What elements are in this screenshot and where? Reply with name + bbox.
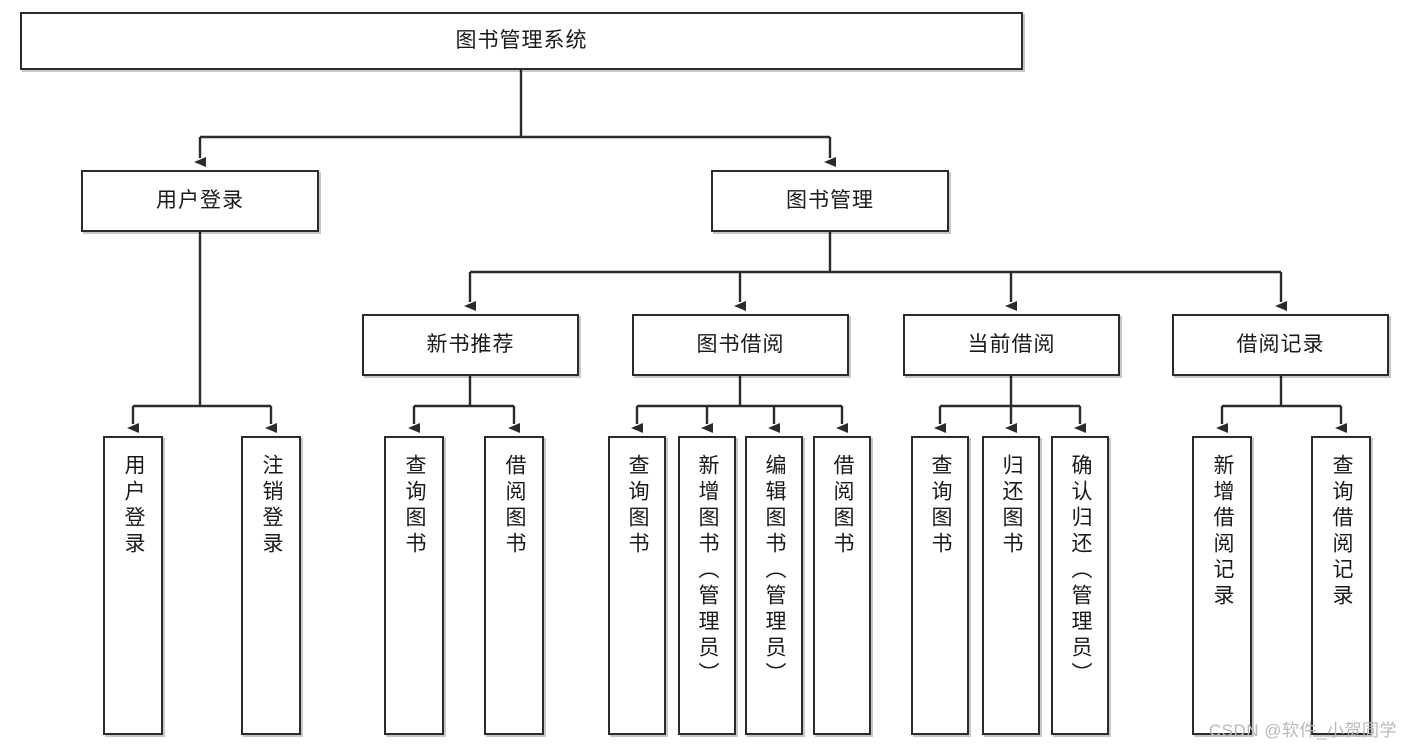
leaf-confirm-return-admin[interactable]: 确认归还（管理员） [1051, 436, 1109, 735]
node-user-login[interactable]: 用户登录 [81, 170, 319, 232]
node-book-management[interactable]: 图书管理 [711, 170, 949, 232]
leaf-query-book-recommend[interactable]: 查询图书 [384, 436, 444, 735]
leaf-query-book-recommend-label: 查询图书 [403, 454, 427, 558]
node-current-borrow-label: 当前借阅 [967, 333, 1056, 357]
node-user-login-label: 用户登录 [156, 189, 244, 213]
node-root[interactable]: 图书管理系统 [20, 12, 1023, 70]
leaf-logout-login[interactable]: 注销登录 [241, 436, 301, 735]
leaf-edit-book-admin-label: 编辑图书（管理员） [763, 454, 787, 688]
leaf-logout-login-label: 注销登录 [260, 454, 284, 558]
node-borrow-record[interactable]: 借阅记录 [1172, 314, 1389, 376]
leaf-query-borrow-record-label: 查询借阅记录 [1330, 454, 1354, 610]
leaf-query-book-current-label: 查询图书 [929, 454, 953, 558]
node-book-borrow-label: 图书借阅 [696, 333, 785, 357]
leaf-borrow-book-recommend[interactable]: 借阅图书 [484, 436, 544, 735]
leaf-add-book-admin-label: 新增图书（管理员） [696, 454, 720, 688]
node-root-label: 图书管理系统 [455, 29, 588, 53]
node-current-borrow[interactable]: 当前借阅 [903, 314, 1120, 376]
leaf-borrow-book[interactable]: 借阅图书 [813, 436, 871, 735]
node-book-borrow[interactable]: 图书借阅 [632, 314, 849, 376]
leaf-return-book-label: 归还图书 [1000, 454, 1024, 558]
leaf-user-login-label: 用户登录 [122, 454, 146, 558]
node-new-book-recommend[interactable]: 新书推荐 [362, 314, 579, 376]
leaf-borrow-book-label: 借阅图书 [831, 454, 855, 558]
leaf-query-book-current[interactable]: 查询图书 [911, 436, 969, 735]
leaf-add-borrow-record[interactable]: 新增借阅记录 [1192, 436, 1252, 735]
leaf-confirm-return-admin-label: 确认归还（管理员） [1069, 454, 1093, 688]
leaf-add-book-admin[interactable]: 新增图书（管理员） [678, 436, 736, 735]
leaf-return-book[interactable]: 归还图书 [982, 436, 1040, 735]
leaf-borrow-book-recommend-label: 借阅图书 [503, 454, 527, 558]
leaf-user-login[interactable]: 用户登录 [103, 436, 163, 735]
leaf-query-book-borrow[interactable]: 查询图书 [608, 436, 666, 735]
node-borrow-record-label: 借阅记录 [1236, 333, 1325, 357]
node-book-management-label: 图书管理 [786, 189, 874, 213]
leaf-query-borrow-record[interactable]: 查询借阅记录 [1311, 436, 1371, 735]
leaf-query-book-borrow-label: 查询图书 [626, 454, 650, 558]
leaf-edit-book-admin[interactable]: 编辑图书（管理员） [745, 436, 803, 735]
watermark: CSDN @软件_小贺同学 [1208, 721, 1397, 740]
leaf-add-borrow-record-label: 新增借阅记录 [1211, 454, 1235, 610]
node-new-book-recommend-label: 新书推荐 [426, 333, 515, 357]
